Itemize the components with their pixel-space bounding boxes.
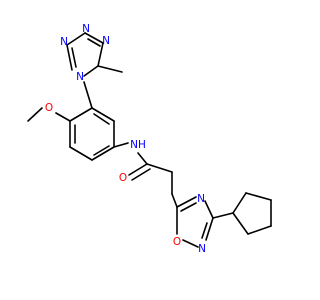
atom-label-amide-n: N — [130, 139, 138, 151]
bond-ring-c4-c5 — [91, 146, 115, 161]
bond-phenyl-nh — [113, 142, 129, 148]
bond-ring-inner-b — [93, 145, 110, 156]
bond-oxadiazole-n2-o1 — [182, 239, 199, 248]
bond-oxadiazole-c3-n2-inner — [201, 222, 208, 239]
bond-chain-c1-c2 — [146, 163, 173, 173]
bond-carbonyl-c-o-1 — [128, 163, 148, 176]
bond-ring-methoxy-o — [55, 112, 71, 122]
bond-ring-c6-c1 — [91, 107, 115, 122]
atom-label-layer: N N N N O N H O N O N — [45, 23, 206, 255]
atom-label-tetrazole-n1: N — [76, 71, 84, 83]
bond-oxadiazole-c5-n4-inner — [180, 202, 197, 212]
atom-label-amide-h: H — [138, 139, 146, 151]
bond-chain-oxadiazole — [171, 193, 178, 208]
atom-label-oxadiazole-n4: N — [197, 193, 205, 205]
bond-tetrazole-n2-n3 — [66, 32, 86, 46]
atom-label-tetrazole-n3: N — [82, 23, 90, 35]
bond-ring-c1-c2 — [69, 107, 93, 122]
bond-tetrazole-n1-n2-inner — [71, 47, 77, 68]
bond-tetrazole-c5-n1 — [83, 65, 99, 77]
bond-tetrazole-methyl — [97, 65, 123, 73]
bond-cp-c4-c5 — [247, 225, 272, 235]
bond-ring-inner-c — [93, 113, 110, 125]
bond-tetrazole-n4-n3-inner — [87, 38, 101, 47]
bond-tetrazole-n4-c5 — [97, 42, 104, 67]
bond-oxadiazole-c5-n4 — [176, 196, 197, 208]
bond-cp-c1-c2 — [232, 192, 247, 214]
bond-ring-c3-c4 — [69, 146, 93, 161]
bond-methoxy-o-ch3 — [27, 107, 43, 122]
bond-oxadiazole-c3-n2 — [205, 217, 214, 241]
bond-carbonyl-c-o-2 — [131, 168, 151, 181]
bond-layer — [27, 32, 272, 248]
atom-label-oxadiazole-n2: N — [198, 243, 206, 255]
atom-label-methoxy-o: O — [45, 102, 53, 114]
bond-nh-carbonyl-c — [137, 152, 148, 165]
bond-oxadiazole-n4-c3 — [204, 200, 214, 219]
atom-label-carbonyl-o: O — [119, 172, 127, 184]
bond-n1-phenyl — [83, 81, 93, 109]
atom-label-tetrazole-n4: N — [102, 35, 110, 47]
bond-tetrazole-n3-n4 — [84, 32, 104, 44]
bond-cp-c5-c1 — [232, 212, 249, 235]
molecule-structure-diagram: N N N N O N H O N O N — [27, 23, 272, 255]
bond-oxadiazole-cyclopentyl — [212, 212, 234, 219]
bond-cp-c2-c3 — [245, 192, 272, 201]
atom-label-oxadiazole-o1: O — [173, 236, 181, 248]
bond-tetrazole-n1-n2 — [66, 44, 73, 71]
atom-label-tetrazole-n2: N — [60, 36, 68, 48]
